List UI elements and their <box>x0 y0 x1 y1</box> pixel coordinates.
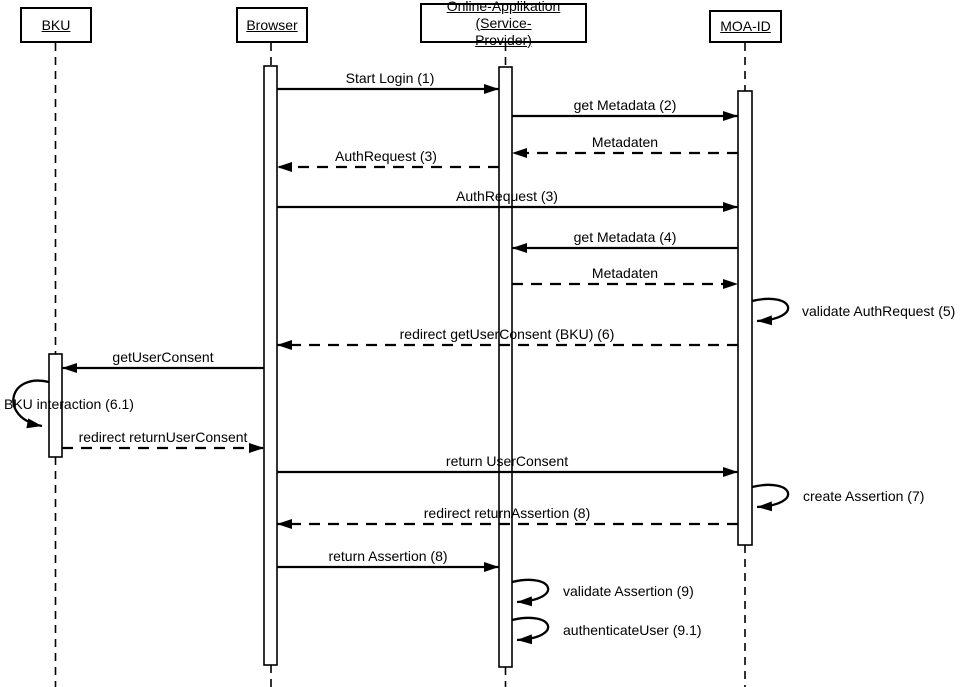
message-label-start-login: Start Login (1) <box>345 70 435 86</box>
message-label-return-assertion: return Assertion (8) <box>328 548 448 564</box>
message-label-validate-assertion: validate Assertion (9) <box>563 583 694 599</box>
message-label-redirect-getuserconsent: redirect getUserConsent (BKU) (6) <box>399 326 615 342</box>
activation-bar-browser <box>263 65 278 666</box>
message-label-getuserconsent: getUserConsent <box>112 349 214 365</box>
self-loop-create-assertion <box>751 483 790 512</box>
actor-label-online-app: Online-Applikation (Service- Provider) <box>446 0 561 48</box>
actor-box-online-app: Online-Applikation (Service- Provider) <box>420 0 587 48</box>
message-label-authrequest-to-browser: AuthRequest (3) <box>335 148 437 164</box>
self-loop-validate-authrequest <box>751 297 790 326</box>
actor-label-moa-id: MOA-ID <box>720 18 771 34</box>
activation-bar-bku <box>48 353 63 458</box>
message-label-metadaten-1: Metadaten <box>591 134 659 150</box>
actor-label-bku: BKU <box>41 16 71 33</box>
actor-label-browser: Browser <box>246 16 298 33</box>
self-loop-validate-assertion <box>511 578 550 607</box>
message-label-metadaten-2: Metadaten <box>591 265 659 281</box>
message-label-authenticateuser: authenticateUser (9.1) <box>563 622 702 638</box>
message-label-redirect-returnuserconsent: redirect returnUserConsent <box>78 429 248 445</box>
actor-box-browser: Browser <box>236 7 308 43</box>
message-label-create-assertion: create Assertion (7) <box>803 488 925 504</box>
actor-box-bku: BKU <box>20 7 92 43</box>
activation-bar-moa-id <box>737 90 753 546</box>
actor-box-moa-id: MOA-ID <box>709 10 782 43</box>
message-label-authrequest-to-moa: AuthRequest (3) <box>456 188 558 204</box>
message-label-validate-authrequest: validate AuthRequest (5) <box>802 303 956 319</box>
self-loop-authenticateuser <box>511 616 550 645</box>
message-label-redirect-returnassertion: redirect returnAssertion (8) <box>423 505 591 521</box>
self-loop-bku-interaction <box>12 379 50 429</box>
message-label-bku-interaction: BKU interaction (6.1) <box>4 396 134 412</box>
activation-bar-online-app <box>498 66 513 668</box>
message-label-get-metadata-4: get Metadata (4) <box>573 229 677 245</box>
message-label-return-userconsent: return UserConsent <box>445 453 569 469</box>
message-label-get-metadata-2: get Metadata (2) <box>573 97 677 113</box>
